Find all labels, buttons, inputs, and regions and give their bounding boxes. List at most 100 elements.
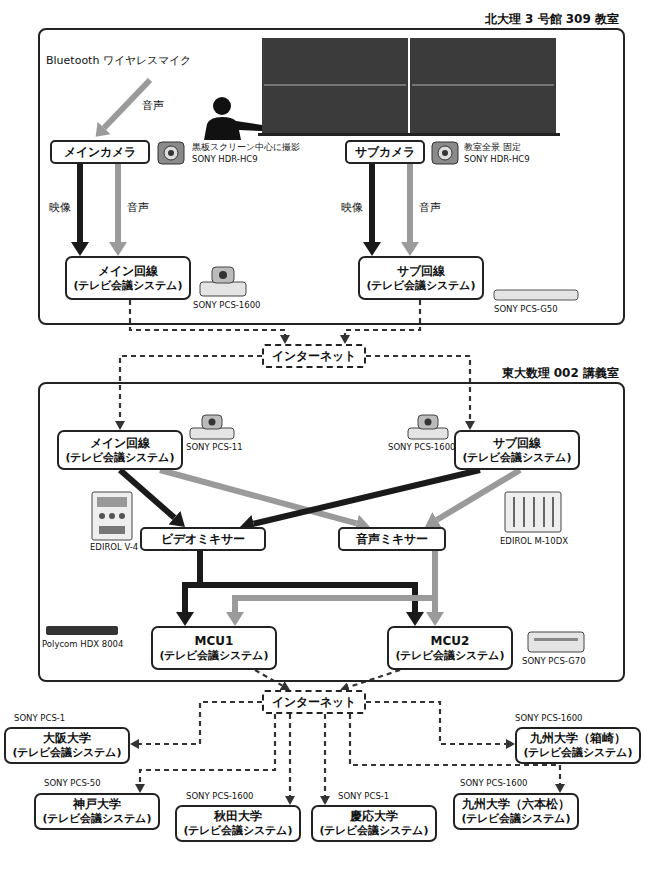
camera-box: サブカメラ [345, 140, 425, 164]
model-label: Polycom HDX 8004 [42, 640, 123, 650]
box-text: メインカメラ [64, 145, 136, 160]
system-box: メイン回線(テレビ会議システム) [57, 430, 183, 470]
codec-base [408, 428, 448, 439]
mixer-knob [99, 513, 105, 519]
camera-icon [432, 142, 458, 164]
network-link [140, 714, 275, 784]
board-line [412, 84, 554, 86]
blackboard [258, 38, 560, 136]
box-text: 音声ミキサー [356, 532, 428, 547]
box-text: (テレビ会議システム) [462, 451, 571, 465]
model-label: SONY HDR-HC9 [464, 155, 530, 165]
box-text: メイン回線 [90, 436, 150, 451]
edge-label: 音声 [418, 202, 442, 215]
codec-bar-icon [494, 290, 578, 300]
box-text: MCU1 [195, 634, 234, 649]
audio-arrow [160, 470, 356, 523]
mic-label: Bluetooth ワイヤレスマイク [46, 55, 191, 68]
audio-arrow [235, 551, 435, 612]
mixer-knob [109, 513, 115, 519]
region-heading: 東大数理 002 講義室 [502, 366, 619, 381]
camera-note: 黒板スクリーン中心に撮影 [192, 143, 300, 153]
system-box: MCU2(テレビ会議システム) [387, 626, 513, 670]
university-box: 秋田大学(テレビ会議システム) [175, 805, 301, 842]
network-link [349, 670, 400, 687]
mixer-channel [513, 497, 515, 527]
codec-lens [209, 419, 216, 426]
model-label: SONY PCS-1600 [186, 792, 254, 802]
camera-box: メインカメラ [50, 140, 150, 164]
region-box: 東大数理 002 講義室メイン回線(テレビ会議システム)サブ回線(テレビ会議シス… [38, 382, 625, 682]
box-text: (テレビ会議システム) [395, 649, 504, 663]
network-link [345, 300, 420, 335]
model-label: SONY PCS-1600 [515, 714, 583, 724]
network-link [324, 714, 326, 796]
camera-body [432, 142, 458, 164]
board-tray [258, 133, 560, 136]
box-text: 神戸大学 [73, 797, 121, 812]
mixer-box: 音声ミキサー [338, 527, 446, 551]
codec-lens [425, 419, 432, 426]
model-label: SONY PCS-1600 [460, 779, 528, 789]
codec-slot [534, 638, 578, 641]
camera-lens [164, 146, 178, 160]
camera-note: 教室全景 固定 [464, 143, 521, 153]
codec-camera [212, 267, 234, 283]
signal-label: 音声 [142, 100, 164, 113]
network-link [366, 702, 506, 744]
box-text: 慶応大学 [350, 809, 398, 824]
network-link [366, 356, 470, 421]
box-text: (テレビ会議システム) [159, 649, 268, 663]
camera-body [158, 142, 184, 164]
codec-bar-icon [46, 626, 118, 635]
codec-body [528, 632, 584, 652]
university-box: 九州大学（箱崎）(テレビ会議システム) [515, 727, 641, 764]
box-text: 大阪大学 [43, 731, 91, 746]
region-heading: 北大理 3 号館 309 教室 [485, 12, 619, 27]
network-link [139, 702, 262, 744]
edge-label: 映像 [340, 202, 364, 215]
box-text: サブ回線 [397, 264, 445, 279]
box-text: (テレビ会議システム) [183, 824, 292, 838]
system-box: MCU1(テレビ会議システム) [151, 626, 277, 670]
network-link [120, 356, 262, 421]
system-box: メイン回線(テレビ会議システム) [65, 256, 191, 300]
audio-arrow [115, 164, 121, 242]
box-text: (テレビ会議システム) [461, 812, 570, 826]
mixer-channel [533, 497, 535, 527]
edge-label: 映像 [48, 202, 72, 215]
lecturer [204, 97, 262, 140]
mixer-channel [523, 497, 525, 527]
box-text: (テレビ会議システム) [319, 824, 428, 838]
codec-base [200, 282, 246, 296]
network-box: インターネット [262, 344, 366, 368]
box-text: (テレビ会議システム) [12, 746, 121, 760]
box-text: (テレビ会議システム) [65, 451, 174, 465]
region-box: 北大理 3 号館 309 教室メインカメラサブカメラメイン回線(テレビ会議システ… [38, 28, 625, 325]
model-label: SONY PCS-50 [44, 779, 101, 789]
box-text: インターネット [272, 695, 356, 710]
camera-lens [168, 150, 174, 156]
audio-mixer-icon [505, 492, 561, 532]
lecturer-body [204, 117, 262, 140]
lecturer-head [213, 97, 231, 115]
camera-icon [158, 142, 184, 164]
codec-icon [190, 415, 234, 439]
system-box: サブ回線(テレビ会議システム) [454, 430, 580, 470]
edge-label: 音声 [126, 202, 150, 215]
model-label: SONY PCS-1600 [388, 443, 456, 453]
box-text: インターネット [272, 349, 356, 364]
mixer-knob [119, 513, 125, 519]
mixer-panel [97, 497, 127, 507]
network-link [130, 300, 285, 335]
box-text: サブカメラ [355, 145, 415, 160]
model-label: EDIROL V-4 [90, 543, 138, 553]
box-text: (テレビ会議システム) [73, 279, 182, 293]
mixer-box: ビデオミキサー [140, 527, 266, 551]
mixer-body [92, 492, 132, 540]
video-arrow [369, 164, 375, 242]
video-arrow [77, 164, 83, 242]
mixer-channel [543, 497, 545, 527]
audio-arrow [407, 164, 413, 242]
model-label: SONY PCS-1 [338, 792, 389, 802]
